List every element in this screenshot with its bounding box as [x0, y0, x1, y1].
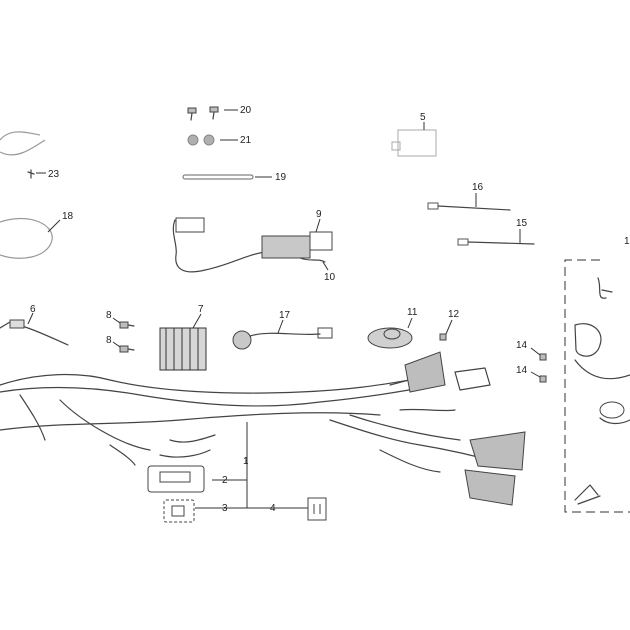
callout-16: 16	[472, 182, 484, 193]
part-15-cable-tie	[457, 238, 535, 246]
part-8-screws	[119, 321, 135, 353]
ignition-lock-set-frame	[564, 259, 630, 513]
callout-4: 4	[270, 503, 276, 514]
callout-1: 1	[243, 456, 249, 467]
callout-12: 12	[448, 309, 460, 320]
callout-14b: 14	[516, 365, 528, 376]
part-4-connector	[307, 497, 327, 521]
callout-3: 3	[222, 503, 228, 514]
part-6-connector	[0, 319, 69, 346]
part-16-cable-tie	[427, 202, 511, 211]
part-17-sensor	[232, 327, 333, 350]
callout-7: 7	[198, 304, 204, 315]
callout-8b: 8	[106, 335, 112, 346]
callout-15: 15	[516, 218, 528, 229]
part-9-ignition-coil	[172, 217, 333, 273]
part-3-fuse	[163, 499, 195, 523]
callout-8a: 8	[106, 310, 112, 321]
callout-19: 19	[275, 172, 287, 183]
part-5-relay	[391, 129, 437, 157]
part-2-fuse-holder	[147, 465, 205, 493]
callout-11: 11	[407, 307, 418, 318]
part-7-regulator	[159, 327, 207, 371]
part-23-cable	[0, 131, 46, 179]
callout-20: 20	[240, 105, 252, 116]
part-18-ring	[0, 217, 53, 259]
callout-9: 9	[316, 209, 322, 220]
callout-2: 2	[222, 475, 228, 486]
callout-14a: 14	[516, 340, 528, 351]
harness-sockets	[404, 351, 526, 506]
part-1-wiring-harness	[0, 371, 491, 473]
callout-6: 6	[30, 304, 36, 315]
part-14-screws	[539, 353, 547, 383]
callout-17: 17	[279, 310, 291, 321]
part-12-screw	[439, 333, 447, 341]
callout-18: 18	[62, 211, 74, 222]
callout-edge: 1	[624, 236, 630, 247]
part-11-horn	[367, 327, 413, 349]
callout-23: 23	[48, 169, 60, 180]
callout-5: 5	[420, 112, 426, 123]
callout-10: 10	[324, 272, 336, 283]
part-20-bolts	[187, 106, 219, 121]
part-21-washers	[187, 134, 215, 146]
part-19-rod	[182, 174, 254, 180]
callout-21: 21	[240, 135, 252, 146]
